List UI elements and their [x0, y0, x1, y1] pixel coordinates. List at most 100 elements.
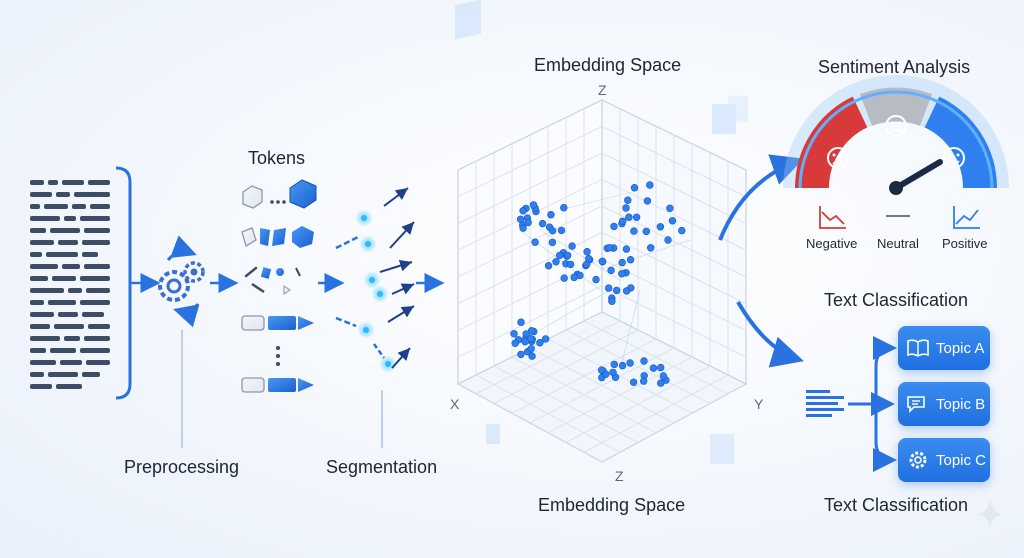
embedding-point — [524, 218, 532, 227]
token-shapes — [241, 179, 317, 393]
topic-b-label: Topic B — [936, 395, 986, 413]
embedding-point — [659, 372, 668, 380]
embedding-point — [560, 274, 568, 282]
embedding-point — [646, 244, 655, 252]
neutral-face-icon — [885, 115, 907, 137]
embedding-point — [622, 245, 631, 253]
document-icon — [30, 180, 110, 389]
embedding-point — [605, 244, 614, 252]
embedding-point — [657, 379, 665, 387]
embedding-point — [522, 330, 530, 338]
axis-z-bottom: Z — [615, 468, 624, 484]
embedding-point — [643, 197, 652, 205]
embedding-point — [511, 339, 519, 347]
embedding-point — [610, 360, 618, 369]
embedding-point — [566, 260, 575, 269]
embedding-point — [548, 227, 557, 235]
embedding-point — [646, 181, 654, 189]
neutral-label: Neutral — [877, 236, 919, 251]
embedding-point — [664, 236, 672, 244]
topic-c-box: Topic C — [898, 438, 990, 482]
embedding-point — [630, 227, 638, 235]
topic-c-label: Topic C — [936, 451, 987, 469]
embedding-cube — [455, 0, 748, 464]
embedding-point — [517, 350, 525, 359]
segmentation-vectors — [335, 187, 415, 373]
embedding-point — [538, 219, 547, 228]
embedding-space-title: Embedding Space — [534, 55, 682, 75]
embedding-point — [557, 226, 566, 235]
chat-icon — [907, 396, 925, 413]
embedding-point — [630, 184, 639, 192]
tokens-label: Tokens — [248, 148, 306, 168]
axis-z-top: Z — [598, 82, 607, 98]
positive-trend-icon — [953, 206, 980, 229]
preprocessing-label: Preprocessing — [124, 457, 240, 477]
embedding-point — [639, 377, 648, 385]
embedding-point — [510, 330, 518, 338]
embedding-point — [597, 366, 606, 374]
sparkle-icon — [978, 500, 1002, 528]
embedding-point — [531, 238, 539, 246]
happy-face-icon — [943, 147, 965, 169]
segmentation-label: Segmentation — [326, 457, 438, 477]
embedding-point — [521, 338, 529, 346]
embedding-point — [678, 226, 686, 235]
topic-b-box: Topic B — [898, 382, 990, 426]
embedding-point — [666, 204, 674, 213]
embedding-point — [668, 217, 677, 225]
sentiment-analysis-title: Sentiment Analysis — [818, 57, 971, 77]
embedding-point — [519, 207, 527, 215]
embedding-point — [640, 357, 648, 365]
embedding-point — [618, 270, 626, 278]
embedding-point — [610, 222, 618, 231]
embedding-point — [583, 248, 591, 256]
embedding-point — [529, 201, 538, 209]
axis-y: Y — [754, 396, 764, 412]
embedding-point — [548, 238, 557, 247]
embedding-point — [582, 260, 591, 269]
negative-trend-icon — [819, 206, 846, 229]
book-icon — [907, 339, 929, 357]
embedding-point — [618, 258, 626, 267]
embedding-point — [526, 334, 534, 343]
embedding-point — [625, 213, 633, 221]
embedding-point — [608, 297, 616, 305]
embedding-point — [552, 258, 560, 266]
embedding-point — [555, 251, 564, 260]
negative-label: Negative — [806, 236, 858, 251]
embedding-point — [536, 339, 544, 347]
embedding-point — [649, 364, 658, 372]
embedding-point — [519, 224, 527, 232]
embedding-point — [560, 204, 568, 212]
text-classification-title: Text Classification — [824, 290, 969, 310]
embedding-point — [632, 213, 641, 222]
gear-icon — [909, 451, 927, 469]
embedding-point — [527, 345, 535, 353]
embedding-point — [626, 359, 634, 367]
embedding-point — [547, 211, 555, 219]
embedding-point — [598, 257, 606, 265]
embedding-point — [570, 273, 578, 282]
embedding-point — [604, 284, 613, 292]
embedding-point — [642, 227, 650, 236]
sad-face-icon — [827, 147, 849, 169]
positive-label: Positive — [942, 236, 988, 251]
bracket — [115, 166, 132, 400]
embedding-point — [563, 251, 572, 260]
embedding-point — [612, 286, 621, 295]
embedding-point — [656, 363, 665, 372]
topic-a-label: Topic A — [936, 339, 985, 357]
embedding-point — [656, 223, 665, 231]
topic-a-box: Topic A — [898, 326, 990, 370]
embedding-point — [607, 266, 615, 275]
embedding-point — [624, 196, 632, 204]
classification-tree — [806, 336, 897, 472]
text-classification-caption: Text Classification — [824, 495, 969, 515]
embedding-point — [568, 242, 576, 250]
embedding-point — [626, 256, 635, 264]
embedding-point — [629, 378, 638, 386]
embedding-point — [517, 318, 525, 326]
embedding-point — [622, 287, 631, 295]
